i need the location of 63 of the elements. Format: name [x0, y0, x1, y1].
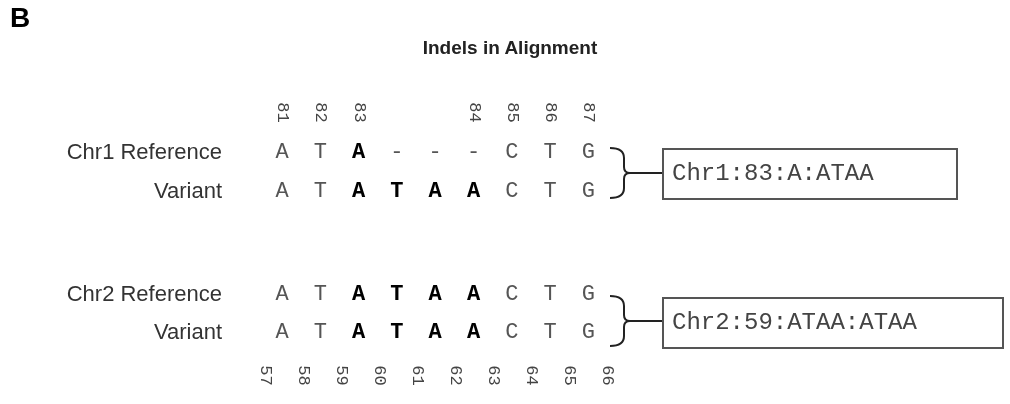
base-letter: A [427, 322, 443, 344]
base-letter: T [312, 181, 328, 203]
base-letter: A [465, 322, 482, 344]
position-number: 81 [273, 102, 291, 123]
base-letter: G [580, 142, 596, 164]
base-letter: T [542, 181, 558, 203]
base-letter: G [580, 322, 596, 344]
position-number: 59 [332, 365, 350, 386]
position-number: 86 [541, 102, 559, 123]
position-number: 83 [350, 102, 368, 123]
position-number: 87 [580, 102, 598, 123]
variant-id: Chr2:59:ATAA:ATAA [672, 308, 917, 338]
base-letter: T [312, 284, 328, 306]
base-letter: T [312, 142, 328, 164]
title: Indels in Alignment [421, 36, 599, 60]
base-letter: A [274, 181, 290, 203]
base-letter: T [312, 322, 328, 344]
base-letter: T [389, 181, 405, 203]
position-number: 65 [560, 365, 578, 386]
base-letter: A [427, 284, 443, 306]
base-letter: T [542, 322, 558, 344]
base-letter: A [351, 181, 367, 203]
panel-letter: B [10, 4, 31, 32]
base-letter: T [389, 284, 405, 306]
variant-id: Chr1:83:A:ATAA [672, 159, 874, 189]
base-letter: C [504, 322, 520, 344]
row-label: Chr2 Reference [65, 283, 222, 305]
base-letter: T [542, 142, 558, 164]
position-number: 60 [370, 365, 388, 386]
base-letter: A [427, 181, 443, 203]
base-letter: G [580, 181, 596, 203]
base-letter: C [504, 181, 520, 203]
base-letter: A [351, 322, 367, 344]
row-label: Chr1 Reference [65, 141, 222, 163]
position-number: 82 [312, 102, 329, 123]
position-number: 61 [408, 365, 426, 386]
base-letter: A [465, 284, 482, 306]
variant-id-box [662, 297, 1004, 349]
position-number: 57 [256, 365, 274, 386]
base-letter: - [427, 142, 443, 164]
base-letter: T [389, 322, 405, 344]
base-letter: A [351, 142, 367, 164]
base-letter: C [504, 142, 520, 164]
position-number: 62 [446, 365, 464, 386]
base-letter: C [504, 284, 520, 306]
base-letter: A [274, 284, 290, 306]
position-number: 63 [484, 365, 502, 386]
base-letter: A [274, 322, 290, 344]
position-number: 64 [522, 365, 540, 386]
base-letter: A [351, 284, 367, 306]
base-letter: T [542, 284, 558, 306]
row-label: Variant [152, 321, 222, 343]
position-number: 85 [503, 102, 521, 123]
base-letter: - [389, 142, 405, 164]
base-letter: G [580, 284, 596, 306]
position-number: 66 [598, 365, 616, 386]
base-letter: A [465, 181, 482, 203]
position-number: 58 [294, 365, 312, 386]
base-letter: A [274, 142, 290, 164]
variant-id-box [662, 148, 958, 200]
base-letter: - [465, 142, 482, 164]
row-label: Variant [152, 180, 222, 202]
position-number: 84 [465, 102, 483, 123]
